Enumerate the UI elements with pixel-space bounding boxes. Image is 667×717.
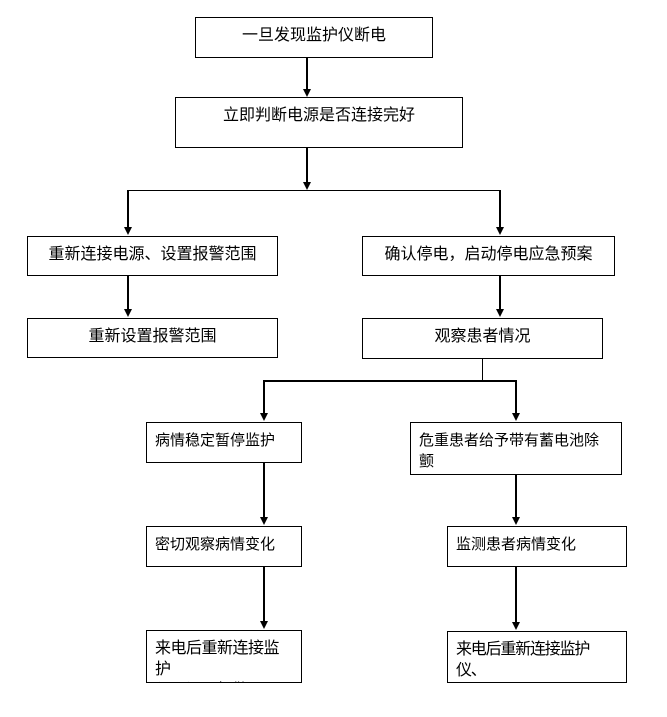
arrowhead-stable-watch (260, 517, 268, 525)
arrowhead-critical-monitor (512, 517, 520, 525)
connector-reconnect-reset (127, 276, 129, 310)
arrowhead-confirm-observe (496, 309, 504, 317)
connector-critical-monitor (515, 475, 517, 518)
arrowhead-split-reconnect (124, 227, 132, 235)
flow-node-critical-defibrillator: 危重患者给予带有蓄电池除颤 仪监护 (410, 422, 622, 475)
connector-monitor-bottomright (515, 567, 517, 623)
connector-split-critical (515, 380, 517, 413)
arrowhead-reconnect-reset (124, 309, 132, 317)
connector-confirm-observe (499, 276, 501, 310)
arrowhead-split-confirm (496, 227, 504, 235)
arrowhead-watch-bottomleft (260, 621, 268, 629)
connector-split-stable (263, 380, 265, 413)
connector-split-confirm (499, 190, 501, 228)
connector-observe-stub (482, 359, 483, 381)
arrowhead-split-stable (260, 413, 268, 421)
connector-start-check (306, 58, 308, 90)
flow-node-confirm-outage: 确认停电，启动停电应急预案 (362, 236, 615, 276)
connector-split-bar-1 (127, 190, 501, 191)
flow-node-start: 一旦发现监护仪断电 (195, 17, 433, 58)
flow-node-stable-pause: 病情稳定暂停监护 (146, 422, 302, 463)
flow-node-reset-alarm: 重新设置报警范围 (27, 318, 278, 358)
flow-node-reconnect-power: 重新连接电源、设置报警范围 (27, 236, 278, 276)
arrowhead-check-split (303, 182, 311, 190)
flow-node-watch-condition: 密切观察病情变化 (146, 526, 302, 567)
arrowhead-monitor-bottomright (512, 622, 520, 630)
arrowhead-split-critical (512, 413, 520, 421)
flow-node-observe-patient: 观察患者情况 (362, 318, 603, 359)
flow-node-monitor-condition: 监测患者病情变化 (447, 526, 627, 567)
connector-split-bar-2 (263, 380, 517, 382)
connector-stable-watch (263, 463, 265, 518)
flow-node-power-restore-right: 来电后重新连接监护仪、 设置报警 (447, 631, 627, 683)
arrowhead-start-check (303, 89, 311, 97)
connector-check-split (306, 148, 308, 182)
flow-node-check-power: 立即判断电源是否连接完好 (175, 97, 463, 148)
connector-split-reconnect (127, 190, 129, 228)
flow-node-power-restore-left: 来电后重新连接监护 仪、设置报警 (146, 630, 302, 683)
connector-watch-bottomleft (263, 567, 265, 622)
